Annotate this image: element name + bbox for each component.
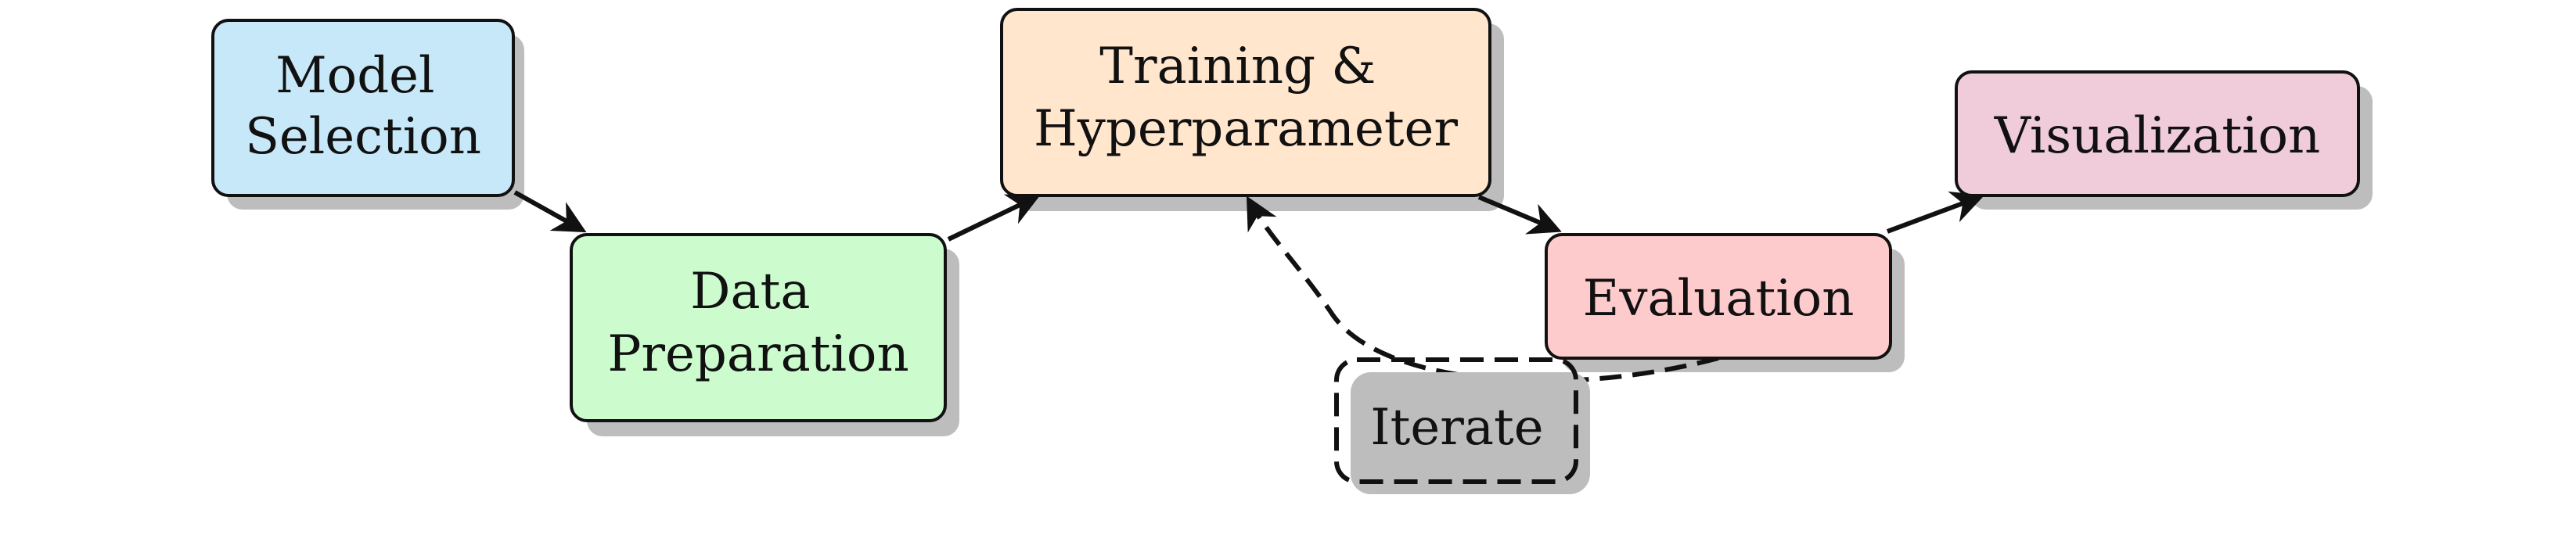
- data-preparation-line-1: Data: [690, 263, 810, 321]
- model-selection-line-2: Selection: [245, 108, 481, 166]
- node-iterate: Iterate: [1334, 357, 1590, 494]
- iterate-label: Iterate: [1370, 399, 1543, 457]
- training-hyperparameter-box: [1000, 8, 1491, 197]
- node-data-preparation: Data Preparation: [570, 233, 947, 422]
- svg-text:Data Preparation: Data Preparation: [607, 263, 908, 383]
- training-hyperparameter-line-1: Training &: [1099, 38, 1376, 95]
- svg-text:Training & Hyperparamete: Training & Hyperparameter: [1034, 38, 1458, 158]
- node-visualization: Visualization: [1955, 70, 2360, 197]
- arrow-data-to-training: [947, 194, 1041, 242]
- visualization-box: [1955, 70, 2360, 197]
- model-selection-line-1: Model: [275, 47, 434, 105]
- arrow-evaluation-to-visualization: [1886, 191, 1984, 234]
- training-hyperparameter-line-2: Hyperparameter: [1034, 100, 1458, 158]
- svg-text:Visualization: Visualization: [1994, 107, 2321, 165]
- solid-arrows: [513, 190, 1984, 242]
- svg-text:Iterate: Iterate: [1370, 399, 1543, 457]
- node-evaluation: Evaluation: [1545, 233, 1892, 360]
- dashed-feedback-arrow: [1246, 195, 1719, 384]
- visualization-label: Visualization: [1994, 107, 2321, 165]
- node-training-hyperparameter: Training & Hyperparameter: [1000, 8, 1491, 197]
- iterate-fill: [1351, 372, 1590, 494]
- svg-text:Model Selection: Model Selection: [245, 47, 481, 166]
- evaluation-box: [1545, 233, 1892, 360]
- arrow-training-to-evaluation: [1477, 195, 1562, 235]
- evaluation-label: Evaluation: [1583, 270, 1855, 328]
- arrow-model-to-data: [513, 190, 587, 233]
- model-selection-box: [211, 19, 515, 197]
- data-preparation-line-2: Preparation: [607, 325, 908, 383]
- svg-text:Evaluation: Evaluation: [1583, 270, 1855, 328]
- data-preparation-box: [570, 233, 947, 422]
- node-model-selection: Model Selection: [211, 19, 515, 197]
